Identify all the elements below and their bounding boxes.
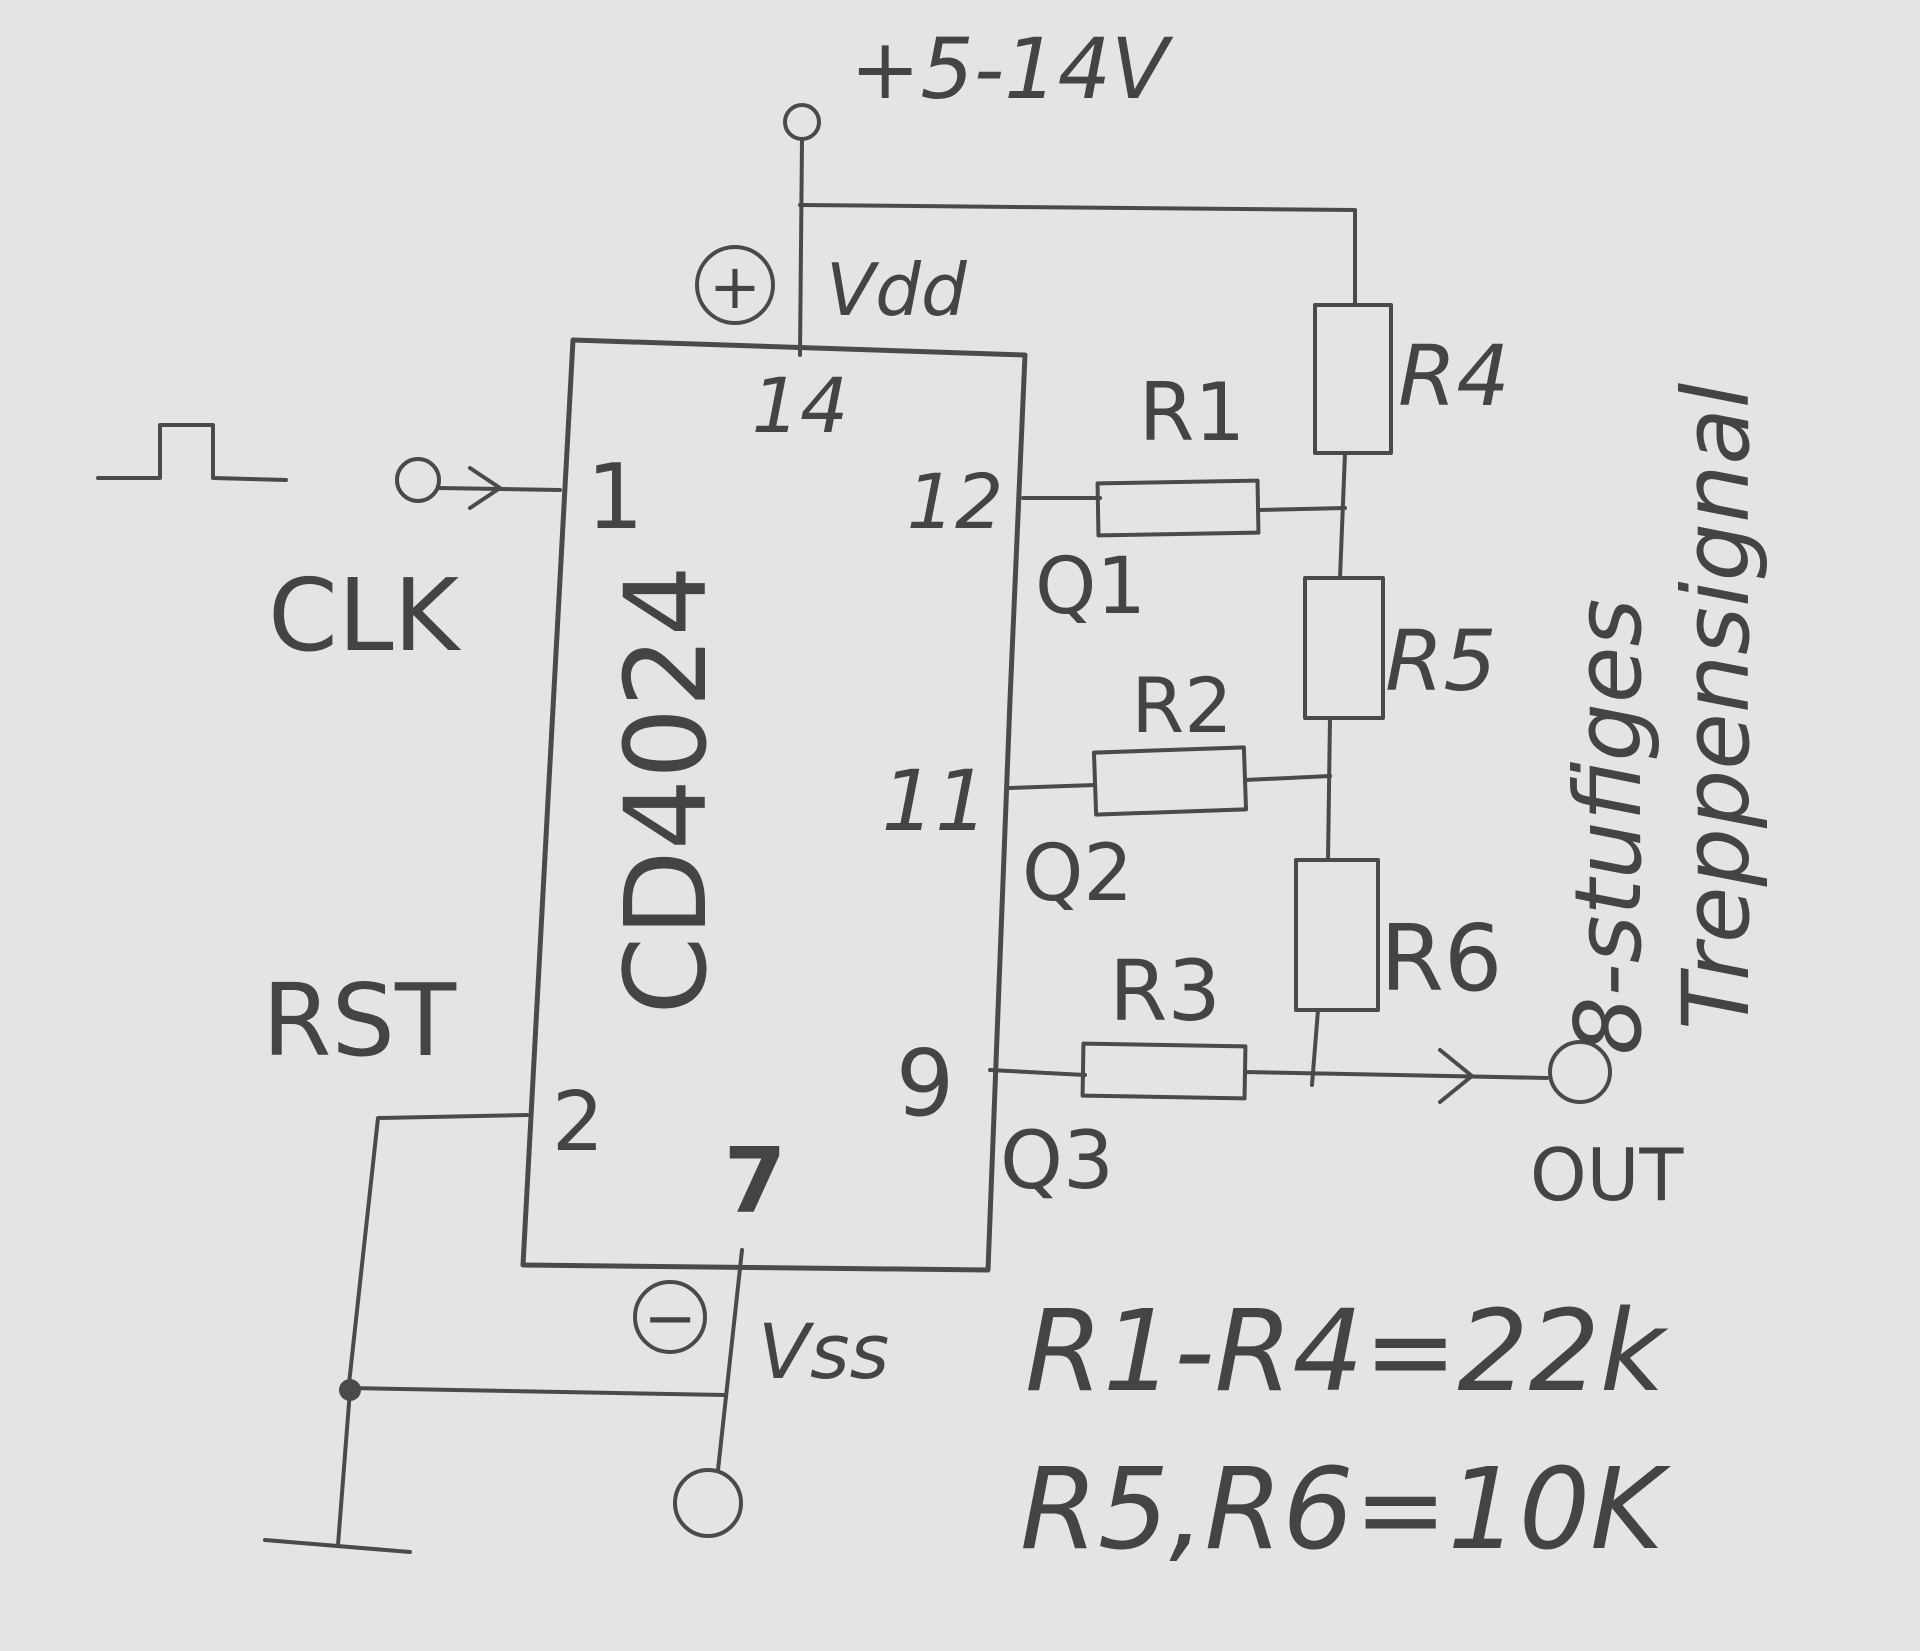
output-arrow-icon xyxy=(1438,1048,1474,1104)
negative-supply-icon xyxy=(633,1280,707,1354)
q2-wire xyxy=(1008,783,1097,790)
pin-1-label: 1 xyxy=(586,445,643,550)
r1-label: R1 xyxy=(1139,366,1245,459)
clock-input-terminal xyxy=(395,457,441,503)
output-wire xyxy=(1243,1070,1549,1080)
q1-label: Q1 xyxy=(1035,542,1146,632)
positive-symbol: + xyxy=(709,250,761,323)
pin-14-label: 14 xyxy=(752,361,849,450)
r5-r6-wire xyxy=(1326,716,1332,862)
pin-12-label: 12 xyxy=(907,457,1004,546)
negative-symbol: − xyxy=(643,1282,697,1356)
reset-wire xyxy=(346,1113,529,1395)
supply-voltage-label: +5-14V xyxy=(850,20,1174,118)
resistor-values-line-2: R5,R6=10K xyxy=(1020,1445,1671,1575)
r4-r5-wire xyxy=(1338,451,1347,580)
note-line-1: 8-stufiges xyxy=(1555,599,1662,1055)
ic-name: CD4024 xyxy=(602,565,732,1014)
out-label: OUT xyxy=(1530,1133,1684,1217)
r4-label: R4 xyxy=(1398,327,1510,425)
vdd-rail-wire xyxy=(798,203,1357,307)
vss-terminal xyxy=(673,1468,743,1538)
vdd-wire xyxy=(798,137,804,357)
q3-label: Q3 xyxy=(1000,1114,1114,1207)
vss-bus-wire xyxy=(348,1386,727,1397)
note-line-2: Treppensignal xyxy=(1663,382,1770,1030)
ground-symbol-icon xyxy=(263,1538,412,1554)
output-terminal xyxy=(1548,1040,1612,1104)
r2-node-wire xyxy=(1243,774,1332,782)
vss-wire xyxy=(716,1248,744,1472)
pin-2-label: 2 xyxy=(552,1075,604,1170)
ic-body xyxy=(520,337,1028,1273)
junction-dot xyxy=(339,1379,361,1401)
pin-11-label: 11 xyxy=(882,752,989,850)
q2-label: Q2 xyxy=(1022,829,1133,919)
vss-label: Vss xyxy=(758,1307,889,1396)
clk-label: CLK xyxy=(268,557,462,674)
resistor-r6 xyxy=(1294,858,1380,1012)
r6-label: R6 xyxy=(1380,905,1502,1012)
ground-wire xyxy=(336,1388,352,1547)
pin-7-label: 7 xyxy=(724,1129,787,1234)
resistor-r4 xyxy=(1313,303,1393,455)
clock-arrow-icon xyxy=(468,466,502,510)
r1-node-wire xyxy=(1256,506,1347,512)
resistor-r1 xyxy=(1095,478,1261,538)
vdd-label: Vdd xyxy=(826,248,968,332)
clock-pulse-icon xyxy=(96,423,288,482)
resistor-r5 xyxy=(1303,576,1385,720)
pin-9-label: 9 xyxy=(896,1030,955,1137)
positive-supply-icon xyxy=(695,245,775,325)
q3-wire xyxy=(988,1068,1087,1077)
r3-label: R3 xyxy=(1109,942,1221,1040)
r2-label: R2 xyxy=(1131,661,1232,750)
resistor-values-line-1: R1-R4=22k xyxy=(1025,1287,1669,1417)
r5-label: R5 xyxy=(1385,612,1497,710)
rst-label: RST xyxy=(262,962,457,1079)
